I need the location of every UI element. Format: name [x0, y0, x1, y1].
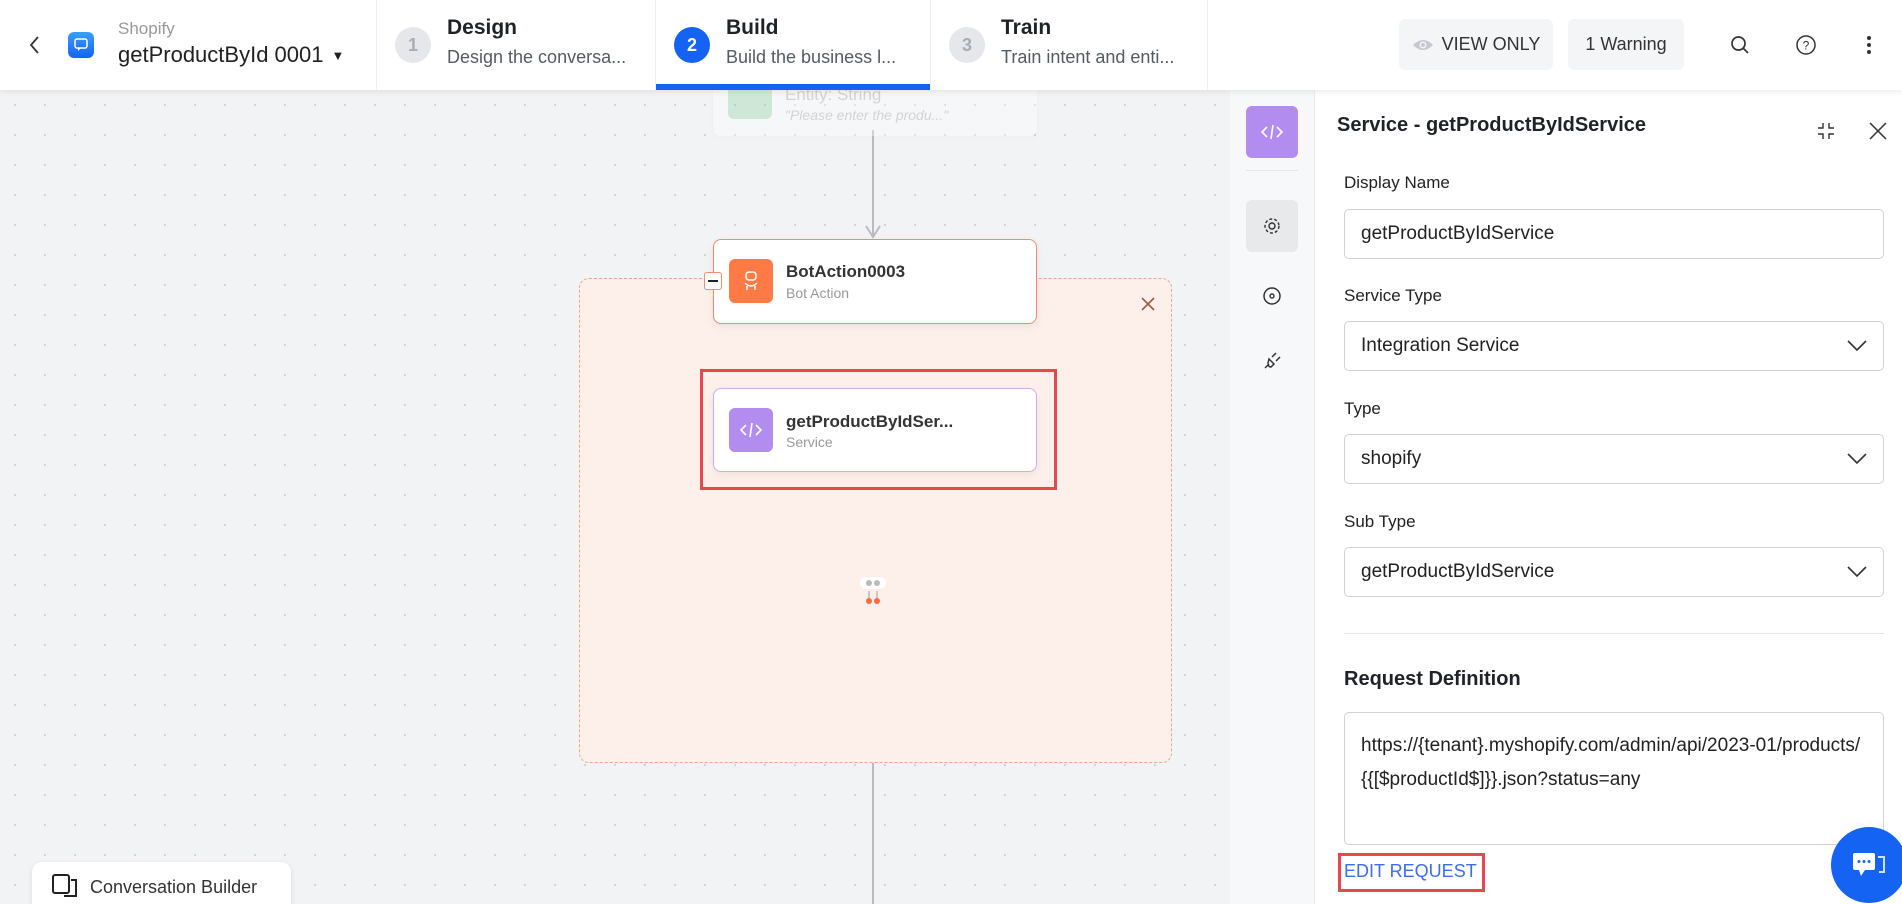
warning-button[interactable]: 1 Warning	[1568, 19, 1684, 70]
collapse-icon[interactable]	[704, 272, 722, 290]
app-name: Shopify	[118, 19, 175, 38]
service-properties-panel: Service - getProductByIdService Display …	[1315, 90, 1902, 904]
step-title: Build	[726, 16, 779, 39]
view-only-button[interactable]: VIEW ONLY	[1399, 19, 1553, 70]
help-icon[interactable]: ?	[1793, 32, 1819, 58]
highlight-box	[1338, 853, 1485, 892]
flow-name-dropdown[interactable]: getProductById 0001 ▼	[118, 42, 344, 68]
node-subtitle: "Please enter the produ..."	[785, 107, 949, 123]
close-icon[interactable]	[1867, 120, 1889, 142]
step-number: 3	[949, 27, 985, 63]
sub-type-select[interactable]: getProductByIdService	[1344, 547, 1884, 597]
step-subtitle: Build the business l...	[726, 47, 897, 67]
conversation-builder-button[interactable]: Conversation Builder	[32, 862, 291, 904]
panel-rail	[1230, 90, 1315, 904]
node-subtitle: Bot Action	[786, 285, 850, 301]
node-subtitle: Service	[786, 434, 833, 450]
step-number: 2	[674, 27, 710, 63]
chat-icon	[1853, 853, 1885, 876]
chevron-down-icon	[1847, 566, 1867, 578]
request-definition-label: Request Definition	[1344, 668, 1521, 690]
type-select[interactable]: shopify	[1344, 434, 1884, 484]
step-title: Train	[1001, 16, 1052, 39]
flow-canvas[interactable]: Entity: String "Please enter the produ...…	[0, 90, 1230, 904]
type-label: Type	[1344, 399, 1381, 418]
type-value: shopify	[1361, 448, 1422, 469]
service-type-select[interactable]: Integration Service	[1344, 321, 1884, 371]
request-url: https://{tenant}.myshopify.com/admin/api…	[1361, 735, 1861, 790]
request-url-textarea[interactable]: https://{tenant}.myshopify.com/admin/api…	[1344, 712, 1884, 845]
service-node[interactable]: getProductByIdSer... Service	[713, 388, 1037, 472]
caret-down-icon: ▼	[331, 47, 345, 63]
entity-node[interactable]: Entity: String "Please enter the produ...…	[713, 90, 1037, 136]
plug-icon[interactable]	[1246, 335, 1298, 387]
chevron-down-icon	[1847, 340, 1867, 352]
entity-icon	[728, 90, 772, 119]
node-title: getProductByIdSer...	[786, 412, 954, 431]
eye-icon	[1412, 38, 1434, 52]
close-group-icon[interactable]	[1138, 294, 1158, 314]
service-code-icon[interactable]	[1246, 106, 1298, 158]
edit-request-link[interactable]: EDIT REQUEST	[1344, 861, 1477, 881]
highlight-box	[700, 369, 1057, 490]
search-icon[interactable]	[1727, 32, 1753, 58]
chat-bubbles-icon	[50, 872, 80, 902]
minimize-icon[interactable]	[1815, 120, 1837, 142]
gear-icon[interactable]	[1246, 200, 1298, 252]
more-options-icon[interactable]	[1857, 32, 1881, 58]
display-name-value: getProductByIdService	[1361, 223, 1555, 244]
service-type-label: Service Type	[1344, 286, 1442, 305]
flow-name: getProductById 0001	[118, 42, 324, 67]
conversation-builder-label: Conversation Builder	[90, 876, 258, 897]
bot-icon	[729, 259, 773, 303]
target-icon[interactable]	[1246, 270, 1298, 322]
display-name-input[interactable]: getProductByIdService	[1344, 209, 1884, 259]
bot-action-node[interactable]: BotAction0003 Bot Action	[704, 239, 1037, 324]
svg-text:?: ?	[1803, 39, 1810, 53]
back-chevron-icon[interactable]	[22, 30, 46, 60]
view-only-label: VIEW ONLY	[1441, 34, 1541, 54]
step-number: 1	[395, 27, 431, 63]
sub-type-label: Sub Type	[1344, 512, 1416, 531]
display-name-label: Display Name	[1344, 173, 1450, 192]
chevron-down-icon	[1847, 453, 1867, 465]
panel-title: Service - getProductByIdService	[1337, 114, 1647, 136]
node-title: BotAction0003	[786, 262, 906, 281]
step-title: Design	[447, 16, 518, 39]
service-type-value: Integration Service	[1361, 335, 1520, 356]
bot-app-icon	[68, 32, 94, 58]
section-divider	[1344, 633, 1884, 634]
sub-type-value: getProductByIdService	[1361, 561, 1555, 582]
warning-label: 1 Warning	[1585, 34, 1667, 54]
bot-action-group	[579, 278, 1172, 763]
join-dots-icon[interactable]	[855, 576, 891, 606]
node-title: Entity: String	[785, 90, 882, 104]
step-subtitle: Train intent and enti...	[1001, 47, 1175, 67]
rail-divider	[1246, 170, 1298, 171]
chat-assistant-button[interactable]	[1831, 827, 1902, 903]
code-icon	[729, 408, 773, 452]
step-subtitle: Design the conversa...	[447, 47, 627, 67]
